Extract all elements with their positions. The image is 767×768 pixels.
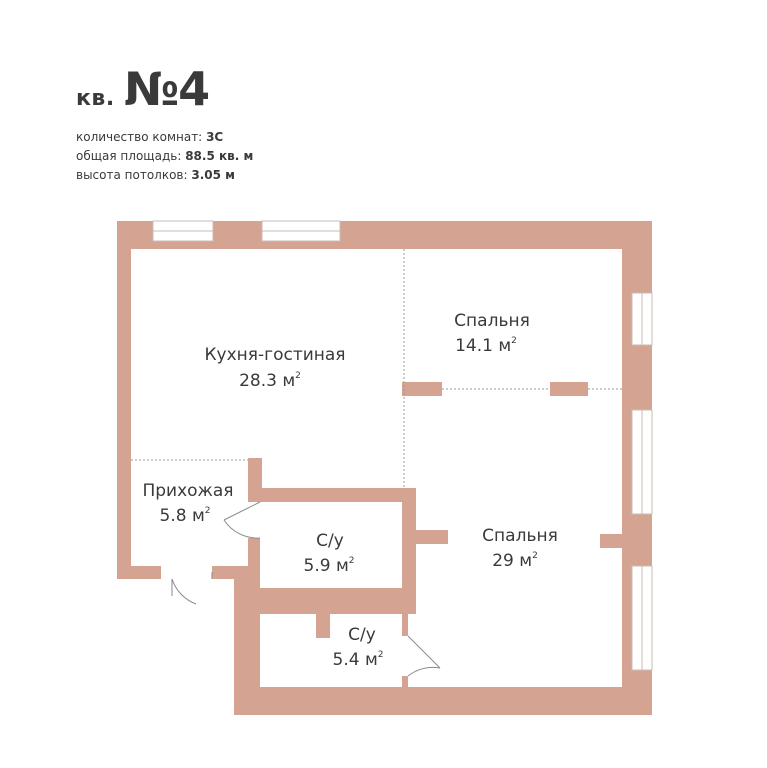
wall-right-stub: [600, 534, 624, 548]
wall-bedroom-stub-left: [402, 382, 442, 396]
apartment-specs: количество комнат: 3С общая площадь: 88.…: [76, 128, 253, 185]
room-hallway-area: 5.8 м: [160, 506, 205, 526]
spec-value: 3С: [206, 130, 224, 144]
spec-label: высота потолков:: [76, 168, 188, 182]
room-bath1-name: С/у: [316, 531, 344, 551]
area-superscript: 2: [205, 506, 211, 516]
wall-left: [117, 221, 131, 579]
walls: [117, 221, 652, 715]
room-bath1-area: 5.9 м: [304, 556, 349, 576]
room-bath2-name: С/у: [348, 625, 376, 645]
door-bath1: [223, 501, 261, 539]
area-superscript: 2: [349, 556, 355, 566]
apartment-prefix: кв.: [76, 86, 115, 111]
svg-text:29 м2: 29 м2: [492, 551, 538, 571]
spec-label: количество комнат:: [76, 130, 203, 144]
spec-total-area: общая площадь: 88.5 кв. м: [76, 147, 253, 166]
wall-bath1-left: [248, 538, 260, 580]
spec-value: 3.05 м: [191, 168, 235, 182]
area-superscript: 2: [295, 371, 301, 381]
room-bedroom1-area: 14.1 м: [455, 336, 511, 356]
doors: [171, 501, 441, 677]
spec-rooms: количество комнат: 3С: [76, 128, 253, 147]
wall-entry-bottom: [117, 566, 161, 579]
area-superscript: 2: [511, 336, 517, 346]
svg-text:14.1 м2: 14.1 м2: [455, 336, 517, 356]
door-bath2: [407, 635, 441, 677]
window-mullions: [153, 230, 643, 670]
room-dividers: [131, 249, 622, 488]
room-kitchen-area: 28.3 м: [239, 371, 295, 391]
apartment-title: кв. №4: [76, 62, 210, 116]
apartment-number: №4: [123, 62, 210, 116]
room-bath2-area: 5.4 м: [333, 650, 378, 670]
wall-bath2-stub: [402, 676, 408, 690]
wall-bedroom-stub-right: [550, 382, 588, 396]
room-kitchen-name: Кухня-гостиная: [204, 345, 345, 365]
wall-bath2-post: [316, 600, 330, 638]
spec-value: 88.5 кв. м: [185, 149, 254, 163]
wall-bath2-right: [402, 600, 408, 636]
room-bedroom2-name: Спальня: [482, 526, 558, 546]
wall-bottom: [234, 687, 652, 715]
room-bedroom2-area: 29 м: [492, 551, 532, 571]
spec-ceiling-height: высота потолков: 3.05 м: [76, 166, 253, 185]
svg-text:28.3 м2: 28.3 м2: [239, 371, 301, 391]
door-entrance: [171, 572, 213, 605]
area-superscript: 2: [378, 650, 384, 660]
svg-text:5.4 м2: 5.4 м2: [333, 650, 384, 670]
area-superscript: 2: [532, 551, 538, 561]
room-hallway-name: Прихожая: [142, 481, 233, 501]
wall-bath1-top: [248, 488, 416, 502]
svg-text:5.8 м2: 5.8 м2: [160, 506, 211, 526]
spec-label: общая площадь:: [76, 149, 182, 163]
wall-bath-stack-right: [402, 530, 448, 544]
room-bedroom1-name: Спальня: [454, 311, 530, 331]
room-labels: Кухня-гостиная 28.3 м2 Спальня 14.1 м2 П…: [142, 311, 557, 670]
svg-text:5.9 м2: 5.9 м2: [304, 556, 355, 576]
